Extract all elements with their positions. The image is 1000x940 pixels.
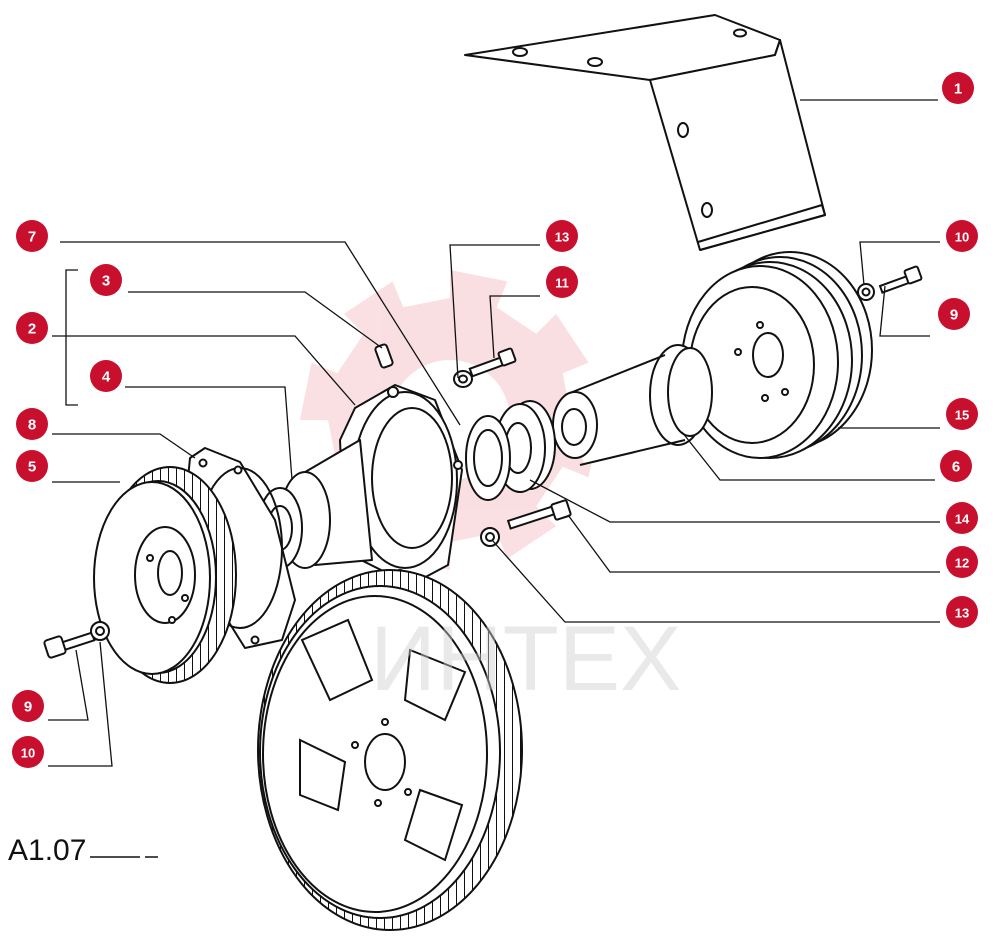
leader-line-c11 <box>489 295 540 359</box>
callout-label: 9 <box>950 307 958 324</box>
callout-badge <box>946 398 978 430</box>
large-gear <box>257 569 523 931</box>
callout-c10a: 10 <box>946 220 978 252</box>
callout-c8: 8 <box>16 408 48 440</box>
callout-label: 1 <box>954 81 962 98</box>
callout-label: 7 <box>28 229 36 246</box>
bearing-ring <box>465 400 556 501</box>
leader-line-c10b <box>48 641 113 767</box>
leader-line-c14 <box>529 479 940 523</box>
callout-label: 2 <box>28 321 36 338</box>
callout-badge <box>16 408 48 440</box>
callout-label: 10 <box>955 230 969 245</box>
callout-badge <box>942 72 974 104</box>
small-sprocket <box>93 466 237 684</box>
leader-line-c6 <box>681 431 935 481</box>
callout-c3: 3 <box>90 264 122 296</box>
callout-label: 12 <box>955 556 969 571</box>
callout-c13b: 13 <box>946 596 978 628</box>
leader-line-c12 <box>567 514 940 573</box>
callout-label: 15 <box>955 408 969 423</box>
callout-badge <box>12 736 44 768</box>
hub-flange-sleeve <box>552 344 713 466</box>
callout-badge <box>546 220 578 252</box>
leader-line-c4 <box>125 386 293 481</box>
leader-line-c13a <box>449 244 540 379</box>
callout-badge <box>946 546 978 578</box>
callout-badge <box>16 312 48 344</box>
figure-id: A1.07 <box>8 834 86 867</box>
callout-c12: 12 <box>946 546 978 578</box>
callout-badge <box>546 266 578 298</box>
leader-line-c13b <box>491 539 940 623</box>
callout-c15: 15 <box>946 398 978 430</box>
callout-badge <box>946 596 978 628</box>
callout-badge <box>946 220 978 252</box>
leader-line-c10a <box>859 241 940 286</box>
mounting-bracket <box>464 14 826 251</box>
callout-c9b: 9 <box>12 690 44 722</box>
callout-group: 1 7 13 10 3 11 2 9 4 15 8 5 6 14 12 13 9 10 <box>12 72 978 768</box>
callout-c2: 2 <box>16 312 48 344</box>
screws-washers <box>43 265 923 659</box>
leader-line-c7 <box>60 241 461 426</box>
leader-line-c3 <box>128 291 383 349</box>
group-bracket <box>65 269 78 406</box>
callout-label: 6 <box>952 459 960 476</box>
callout-label: 11 <box>555 276 569 291</box>
leader-lines <box>48 99 940 767</box>
callout-label: 9 <box>24 699 32 716</box>
callout-badge <box>90 264 122 296</box>
callout-badge <box>940 450 972 482</box>
callout-badge <box>946 502 978 534</box>
callout-label: 3 <box>102 273 110 290</box>
callout-c11: 11 <box>546 266 578 298</box>
callout-c13a: 13 <box>546 220 578 252</box>
callout-c7: 7 <box>16 220 48 252</box>
callout-label: 14 <box>955 512 970 527</box>
callout-c10b: 10 <box>12 736 44 768</box>
callout-c9a: 9 <box>938 298 970 330</box>
callout-c5: 5 <box>16 450 48 482</box>
callout-label: 13 <box>955 606 969 621</box>
callout-c1: 1 <box>942 72 974 104</box>
callout-badge <box>12 690 44 722</box>
callout-c6: 6 <box>940 450 972 482</box>
leader-line-c8 <box>52 433 196 459</box>
callout-badge <box>16 220 48 252</box>
callout-label: 13 <box>555 230 569 245</box>
callout-badge <box>16 450 48 482</box>
callout-c14: 14 <box>946 502 978 534</box>
callout-label: 8 <box>28 417 36 434</box>
callout-label: 4 <box>102 369 111 386</box>
callout-c4: 4 <box>90 360 122 392</box>
callout-badge <box>90 360 122 392</box>
leader-line-c9a <box>879 285 930 337</box>
pulley <box>681 251 873 459</box>
callout-label: 5 <box>28 459 36 476</box>
callout-label: 10 <box>21 746 35 761</box>
callout-badge <box>938 298 970 330</box>
leader-line-c2 <box>52 335 356 406</box>
leader-line-c9b <box>48 649 89 721</box>
watermark-text: ИНТЕХ <box>370 608 682 710</box>
